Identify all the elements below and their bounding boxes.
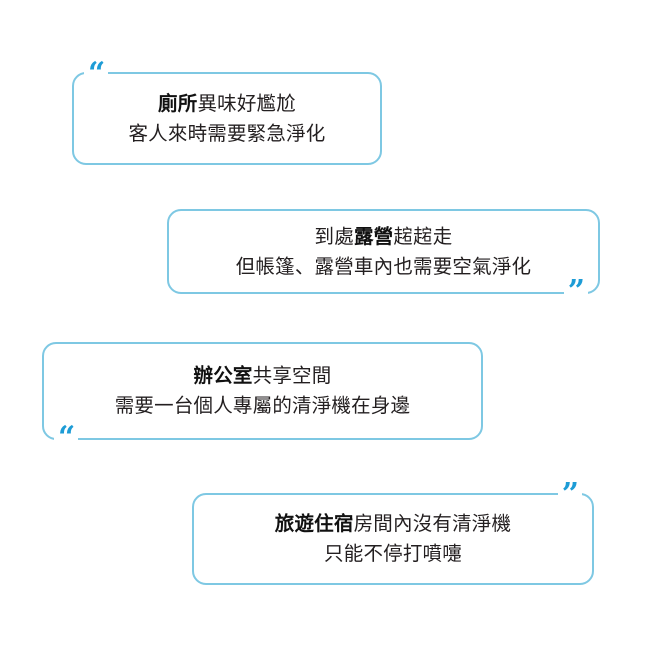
quote-highlight: 露營 [353,224,394,248]
quote-line-2: 需要一台個人專屬的清淨機在身邊 [114,394,411,417]
quote-line-1: 旅遊住宿房間內沒有清淨機 [275,509,511,539]
quote-line-2: 客人來時需要緊急淨化 [128,121,326,145]
quote-line-1-rest: 異味好尷尬 [197,91,296,115]
quote-line-1: 辦公室共享空間 [194,361,332,391]
quote-line-1-prefix: 到處 [314,224,354,248]
close-quote-icon: ” [557,480,582,510]
quote-card-camping: 到處露營趤趤走 但帳篷、露營車內也需要空氣淨化 ” [167,209,600,307]
quote-line-1: 到處露營趤趤走 [315,222,453,252]
quote-card-office: 辦公室共享空間 需要一台個人專屬的清淨機在身邊 “ [42,342,483,453]
open-quote-icon: “ [84,59,109,89]
quote-card-toilet-odor: “ 廁所異味好尷尬 客人來時需要緊急淨化 [72,59,382,165]
quote-highlight: 廁所 [158,91,198,115]
quote-card-travel-lodging: ” 旅遊住宿房間內沒有清淨機 只能不停打噴嚏 [192,480,594,585]
quote-highlight: 旅遊住宿 [274,512,354,536]
quote-line-2: 但帳篷、露營車內也需要空氣淨化 [235,254,532,278]
quote-line-1-rest: 趤趤走 [393,224,453,248]
quote-line-1-rest: 共享空間 [252,364,332,388]
open-quote-icon: “ [54,423,79,453]
quote-line-1-rest: 房間內沒有清淨機 [353,512,512,536]
quote-highlight: 辦公室 [193,364,253,388]
quote-line-1: 廁所異味好尷尬 [158,89,296,119]
quote-line-2: 只能不停打噴嚏 [324,542,462,565]
close-quote-icon: ” [563,277,588,307]
